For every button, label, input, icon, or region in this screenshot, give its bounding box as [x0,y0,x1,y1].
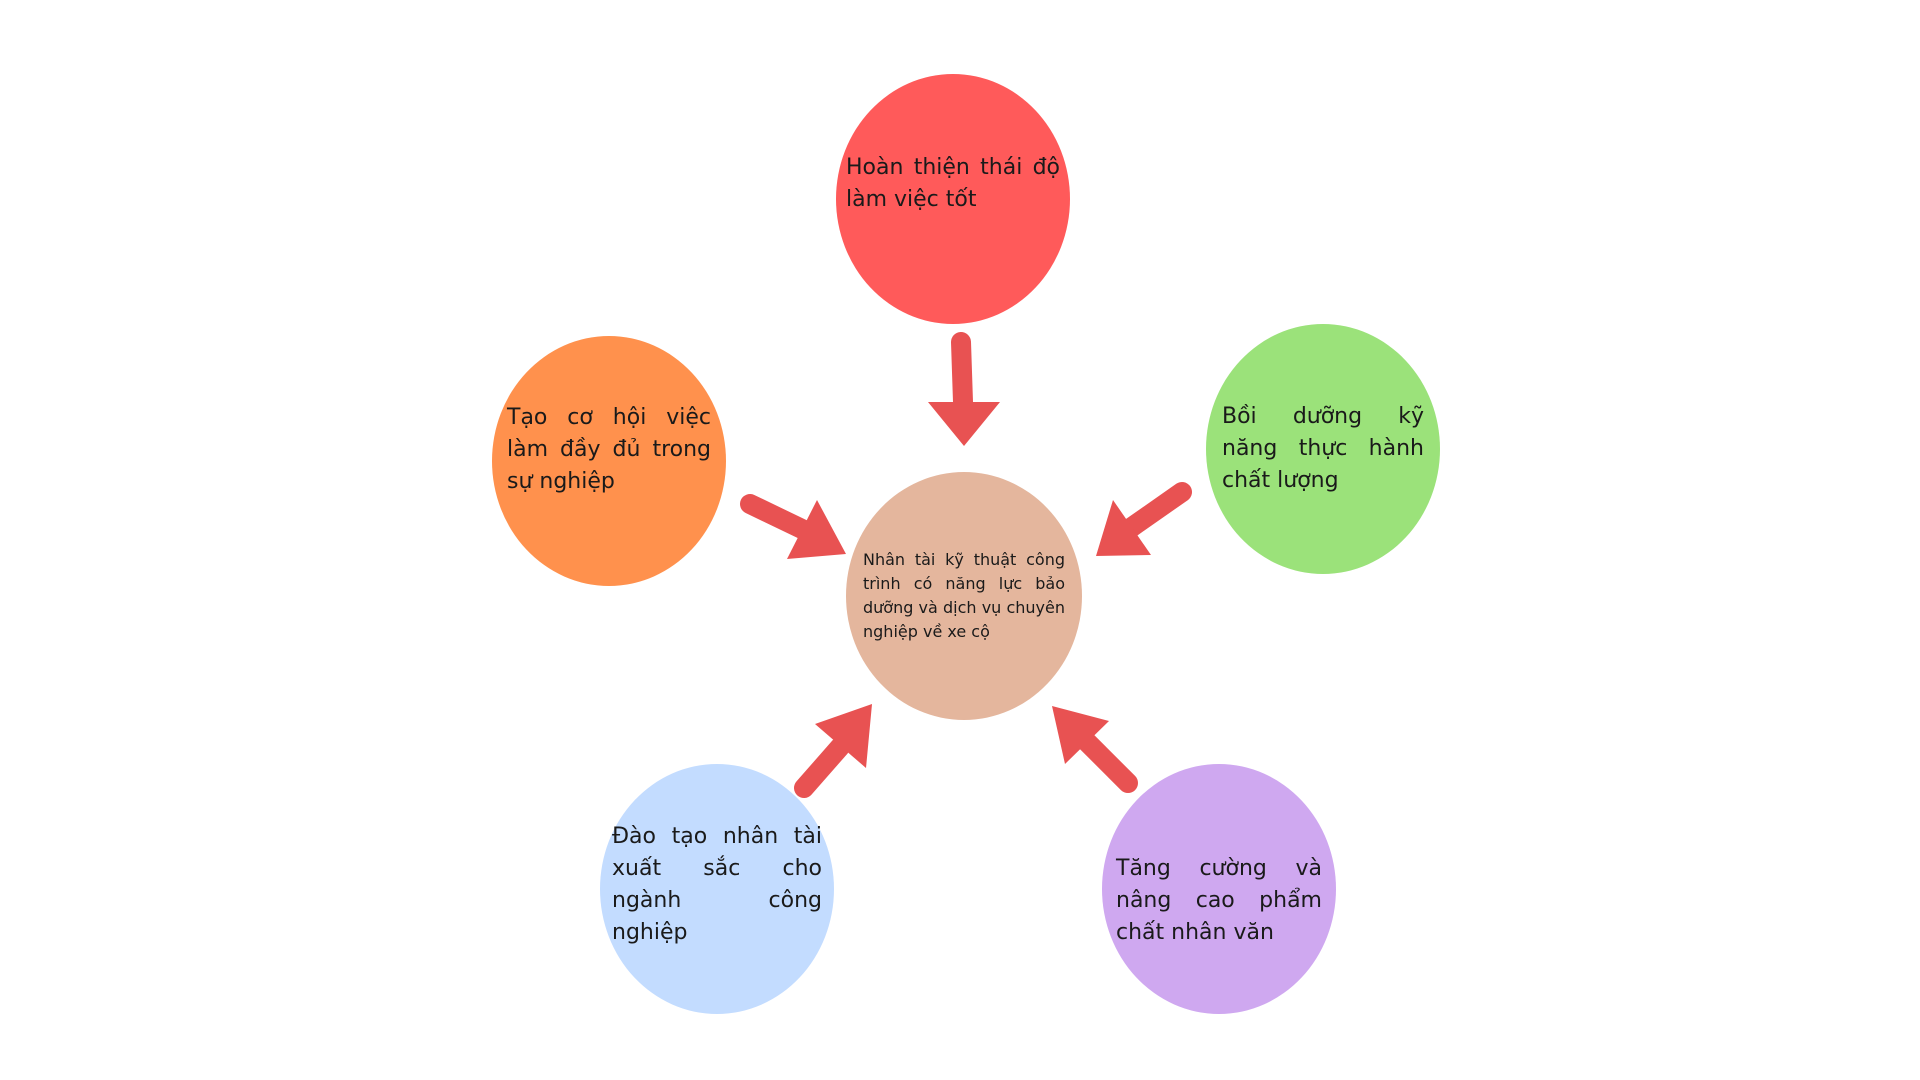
node-bottom-right: Tăng cường và nâng cao phẩm chất nhân vă… [1102,764,1336,1014]
arrow-left-to-center [740,494,846,559]
node-top: Hoàn thiện thái độ làm việc tốt [836,74,1070,324]
node-bottom-right-label: Tăng cường và nâng cao phẩm chất nhân vă… [1116,856,1322,945]
node-bottom-left: Đào tạo nhân tài xuất sắc cho ngành công… [600,764,834,1014]
arrow-bottom-right-to-center [1052,706,1138,793]
node-center: Nhân tài kỹ thuật công trình có năng lực… [846,472,1082,720]
arrow-top-to-center [928,332,1000,446]
node-center-label: Nhân tài kỹ thuật công trình có năng lực… [863,550,1065,641]
node-right-label: Bồi dưỡng kỹ năng thực hành chất lượng [1222,404,1424,493]
node-left-label: Tạo cơ hội việc làm đầy đủ trong sự nghi… [507,405,711,494]
node-bottom-left-label: Đào tạo nhân tài xuất sắc cho ngành công… [612,824,822,945]
arrow-right-to-center [1096,482,1192,556]
node-right: Bồi dưỡng kỹ năng thực hành chất lượng [1206,324,1440,574]
node-left: Tạo cơ hội việc làm đầy đủ trong sự nghi… [492,336,726,586]
node-top-label: Hoàn thiện thái độ làm việc tốt [846,155,1060,212]
arrow-bottom-left-to-center [794,704,872,798]
